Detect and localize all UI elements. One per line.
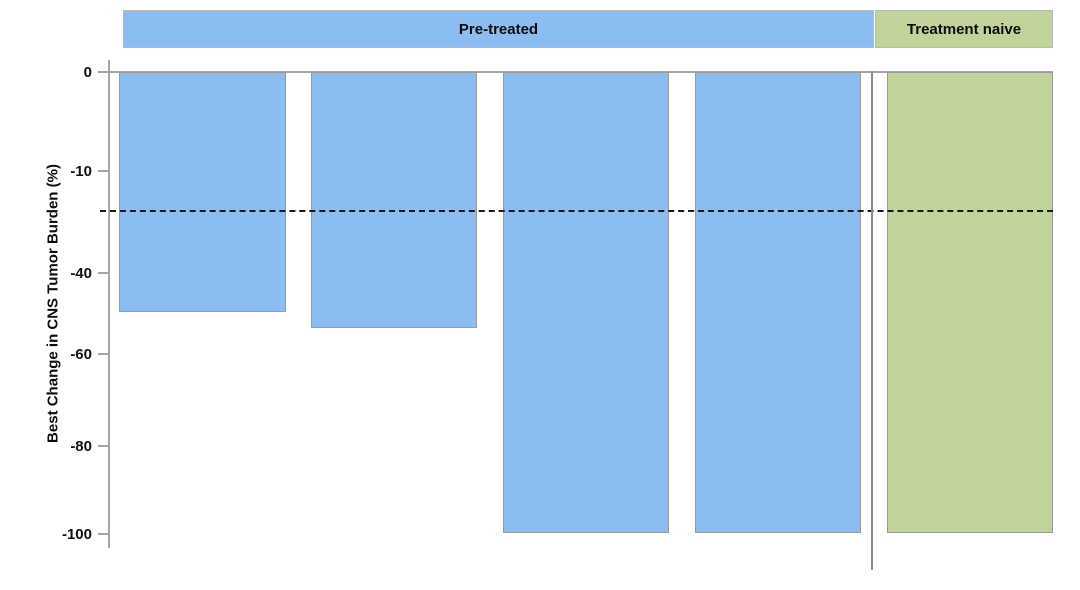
y-tick-label-60: -60 [70,346,92,363]
y-axis-title: Best Change in CNS Tumor Burden (%) [44,164,62,443]
y-tick-label-40: -40 [70,265,92,282]
bar-patient-3[interactable] [503,72,669,533]
group-banner-pre-treated-label: Pre-treated [458,20,539,38]
y-tick-80 [98,445,109,447]
response-threshold-line [100,210,1053,213]
group-banner-pre-treated: Pre-treated [123,10,874,48]
y-axis-spine [108,60,110,548]
group-banner-treatment-naive: Treatment naive [875,10,1053,48]
bar-patient-5[interactable] [887,72,1053,533]
y-tick-label-80: -80 [70,438,92,455]
group-banner-treatment-naive-label: Treatment naive [906,20,1022,38]
y-tick-label-10: -10 [70,163,92,180]
bar-patient-1[interactable] [119,72,286,312]
bar-patient-2[interactable] [311,72,477,328]
y-tick-0 [98,71,109,73]
group-separator-line [871,71,873,570]
y-tick-label-100: -100 [61,526,92,543]
y-tick-10 [98,170,109,172]
y-tick-label-0: 0 [83,64,92,81]
y-tick-100 [98,533,109,535]
y-tick-60 [98,353,109,355]
y-tick-40 [98,272,109,274]
bar-patient-4[interactable] [695,72,861,533]
